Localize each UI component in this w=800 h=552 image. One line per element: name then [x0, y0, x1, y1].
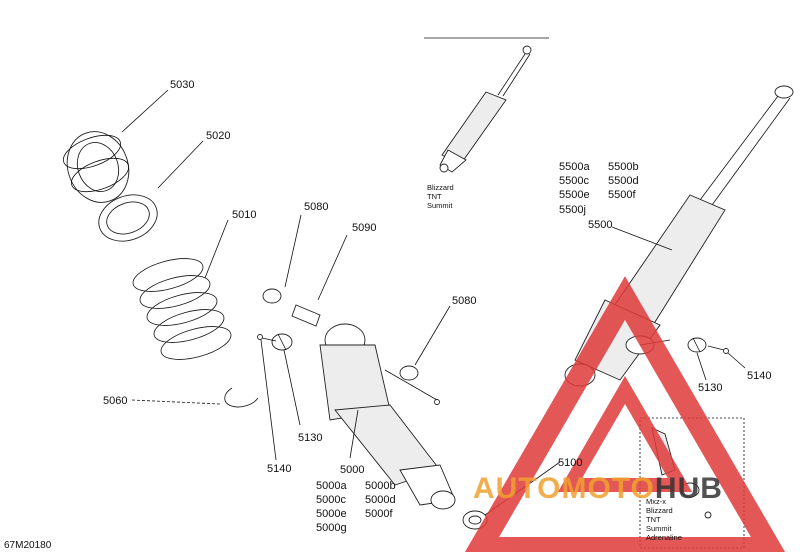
callout-5130-left: 5130 — [298, 432, 323, 444]
reference-shock-top — [424, 37, 549, 173]
sleeve-5090 — [291, 304, 321, 327]
watermark-moto: MOTO — [561, 472, 655, 505]
bumper-5030 — [63, 131, 130, 203]
screw-5140-left — [257, 334, 277, 342]
callout-5010: 5010 — [232, 209, 257, 221]
bushing-5080-right — [399, 365, 419, 381]
variant-5000b: 5000b — [365, 480, 396, 492]
callout-5500: 5500 — [588, 219, 613, 231]
model-note-box-0: Mxz-x — [646, 497, 666, 506]
watermark-text: AUTOMOTOHUB — [473, 472, 723, 506]
shock-body-5000 — [319, 323, 456, 510]
callout-5080-right: 5080 — [452, 295, 477, 307]
bushing-5080-left — [262, 288, 282, 304]
callout-5090: 5090 — [352, 222, 377, 234]
variant-5000c: 5000c — [316, 494, 346, 506]
variant-5500f: 5500f — [608, 189, 636, 201]
model-note-box-4: Adrenaline — [646, 533, 682, 542]
model-note-top-0: Blizzard — [427, 183, 454, 192]
variant-5500a: 5500a — [559, 161, 590, 173]
callout-5060: 5060 — [103, 395, 128, 407]
watermark-hub: HUB — [654, 472, 723, 505]
variant-5000d: 5000d — [365, 494, 396, 506]
nut-5130-left — [271, 333, 293, 351]
model-note-box: Mxz-x Blizzard TNT Summit Adrenaline — [646, 497, 682, 542]
variant-5000a: 5000a — [316, 480, 347, 492]
coil-spring-5010 — [132, 258, 232, 360]
model-note-box-1: Blizzard — [646, 506, 673, 515]
model-note-top-2: Summit — [427, 201, 453, 210]
spring-seat-5020 — [98, 194, 158, 242]
callout-5020: 5020 — [206, 130, 231, 142]
callout-5080-left: 5080 — [304, 201, 329, 213]
model-note-top: Blizzard TNT Summit — [427, 183, 454, 210]
callout-5130-right: 5130 — [698, 382, 723, 394]
figure-code: 67M20180 — [4, 540, 52, 551]
callout-5030: 5030 — [170, 79, 195, 91]
callout-5000: 5000 — [340, 464, 365, 476]
variant-5500e: 5500e — [559, 189, 590, 201]
watermark-auto: AUTO — [473, 472, 562, 505]
model-note-top-1: TNT — [427, 192, 442, 201]
model-note-box-2: TNT — [646, 515, 661, 524]
callout-5140-right: 5140 — [747, 370, 772, 382]
variant-5000g: 5000g — [316, 522, 347, 534]
leader-lines — [121, 89, 746, 516]
variant-5000f: 5000f — [365, 508, 393, 520]
variant-5500c: 5500c — [559, 175, 589, 187]
automotohub-watermark — [464, 276, 786, 552]
callout-5140-left: 5140 — [267, 463, 292, 475]
variant-5500b: 5500b — [608, 161, 639, 173]
retaining-clip-5060 — [224, 387, 259, 408]
variant-5500d: 5500d — [608, 175, 639, 187]
variant-5000e: 5000e — [316, 508, 347, 520]
callout-5100: 5100 — [558, 457, 583, 469]
model-note-box-3: Summit — [646, 524, 672, 533]
variant-5500j: 5500j — [559, 204, 586, 216]
